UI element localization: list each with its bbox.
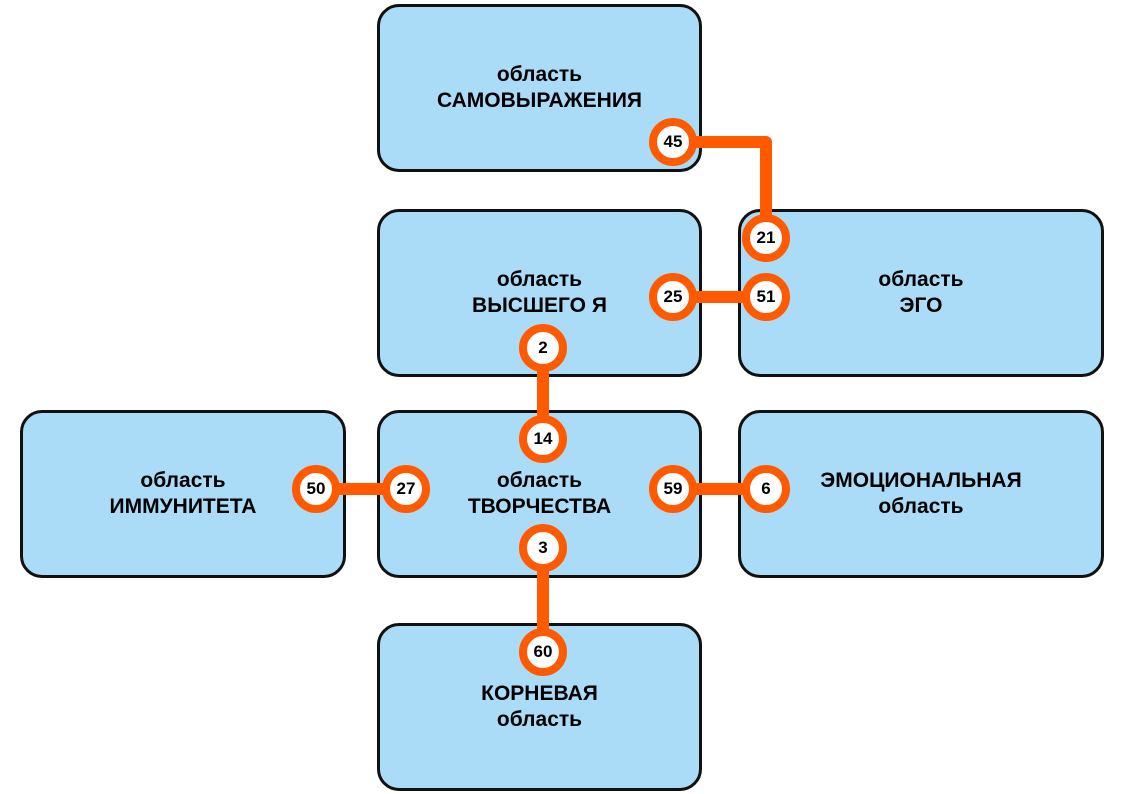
gate-node-45: 45 (649, 118, 697, 166)
area-label-line2: ИММУНИТЕТА (109, 495, 257, 518)
gate-node-50: 50 (292, 465, 340, 513)
area-label-line2: область (496, 708, 583, 731)
gate-node-51: 51 (742, 273, 790, 321)
area-label-line1: область (496, 469, 583, 492)
gate-node-27: 27 (382, 465, 430, 513)
gate-node-59: 59 (649, 465, 697, 513)
area-label-line2: область (878, 495, 964, 518)
area-label-line1: область (496, 63, 583, 86)
area-label-line1: область (878, 268, 964, 291)
gate-node-25: 25 (649, 273, 697, 321)
area-immuniteta: область ИММУНИТЕТА (20, 410, 346, 578)
area-label-line2: ВЫСШЕГО Я (472, 294, 607, 317)
area-emocionalnaya: ЭМОЦИОНАЛЬНАЯ область (738, 410, 1104, 578)
area-label-line1: область (496, 268, 583, 291)
gate-node-14: 14 (519, 415, 567, 463)
area-label-line2: ТВОРЧЕСТВА (467, 495, 612, 518)
area-label-line2: САМОВЫРАЖЕНИЯ (436, 89, 643, 112)
area-label-line1: область (140, 469, 226, 492)
gate-node-2: 2 (519, 324, 567, 372)
gate-node-3: 3 (519, 524, 567, 572)
area-samovyrazheniya: область САМОВЫРАЖЕНИЯ (377, 4, 702, 172)
area-label-line2: ЭГО (899, 294, 943, 317)
area-kornevaya: КОРНЕВАЯ область (377, 623, 702, 791)
area-ego: область ЭГО (738, 209, 1104, 377)
gate-node-60: 60 (519, 628, 567, 676)
channel-45-21 (673, 136, 772, 238)
gate-node-21: 21 (742, 214, 790, 262)
gate-node-6: 6 (742, 465, 790, 513)
area-label-line1: КОРНЕВАЯ (481, 682, 598, 705)
area-label-line1: ЭМОЦИОНАЛЬНАЯ (820, 469, 1022, 492)
